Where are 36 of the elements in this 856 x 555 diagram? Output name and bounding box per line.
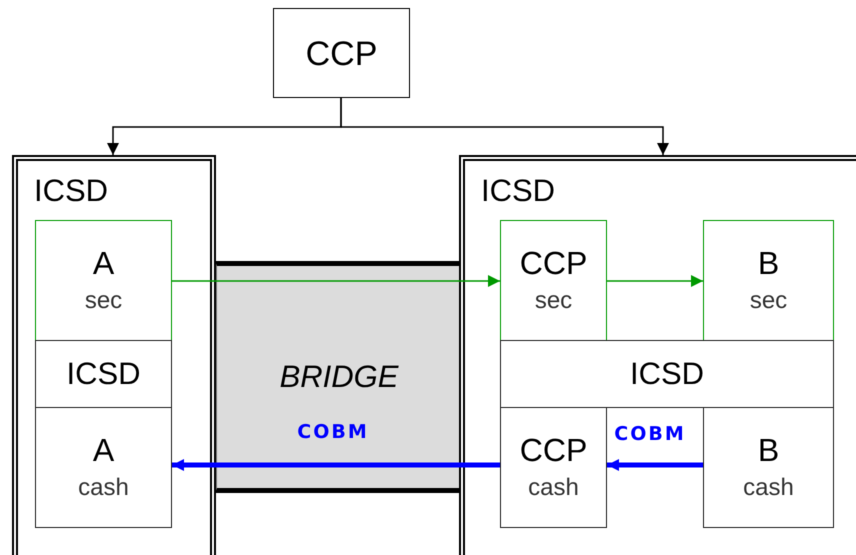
account-box — [703, 220, 834, 341]
node-title: B — [758, 247, 780, 279]
node-subtitle: cash — [78, 476, 129, 500]
edge-label: COBM — [296, 422, 370, 443]
node-title: ICSD — [630, 358, 704, 389]
container-box — [12, 155, 216, 555]
node-subtitle: sec — [534, 289, 572, 313]
band-box — [35, 340, 172, 408]
node-title: ICSD — [481, 175, 556, 206]
account-box — [35, 220, 172, 341]
node-title: CCP — [520, 434, 588, 466]
account-box — [35, 407, 172, 528]
arrow — [607, 459, 703, 471]
arrow — [172, 275, 500, 287]
container-box — [459, 155, 856, 555]
node-title: ICSD — [66, 358, 141, 389]
arrow — [340, 98, 669, 155]
node-title: B — [758, 434, 780, 466]
node-subtitle: cash — [528, 476, 579, 500]
edge-label: COBM — [613, 424, 687, 445]
entity-box — [273, 8, 410, 98]
node-subtitle: sec — [84, 289, 122, 313]
bridge-title: BRIDGE — [280, 361, 398, 392]
node-title: A — [92, 247, 114, 279]
account-box — [703, 407, 834, 528]
node-subtitle: sec — [750, 289, 788, 313]
arrow — [607, 275, 703, 287]
node-subtitle: cash — [743, 476, 794, 500]
account-box — [500, 220, 607, 341]
arrow — [172, 459, 500, 471]
node-title: CCP — [306, 37, 378, 71]
node-title: CCP — [520, 247, 588, 279]
node-title: A — [92, 434, 114, 466]
band-box — [500, 340, 834, 408]
node-title: ICSD — [34, 175, 108, 206]
account-box — [500, 407, 607, 528]
